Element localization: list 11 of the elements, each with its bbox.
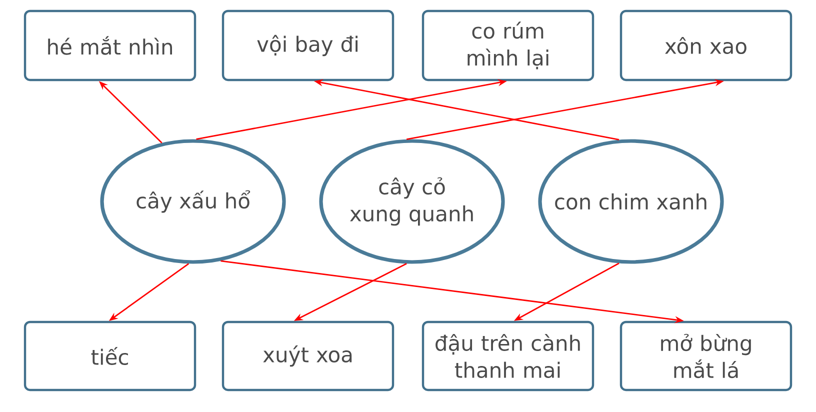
oval-node: cây cỏ xung quanh (319, 139, 505, 264)
oval-node: cây xấu hổ (100, 139, 286, 264)
oval-node: con chim xanh (538, 139, 724, 264)
word-box: hé mắt nhìn (24, 10, 196, 82)
word-box: mở bừng mắt lá (620, 320, 792, 392)
word-box: vội bay đi (222, 10, 394, 82)
word-box: xôn xao (620, 10, 792, 82)
word-box: đậu trên cành thanh mai (422, 320, 594, 392)
word-box: xuýt xoa (222, 320, 394, 392)
word-box: tiếc (24, 320, 196, 392)
word-box: co rúm mình lại (422, 10, 594, 82)
